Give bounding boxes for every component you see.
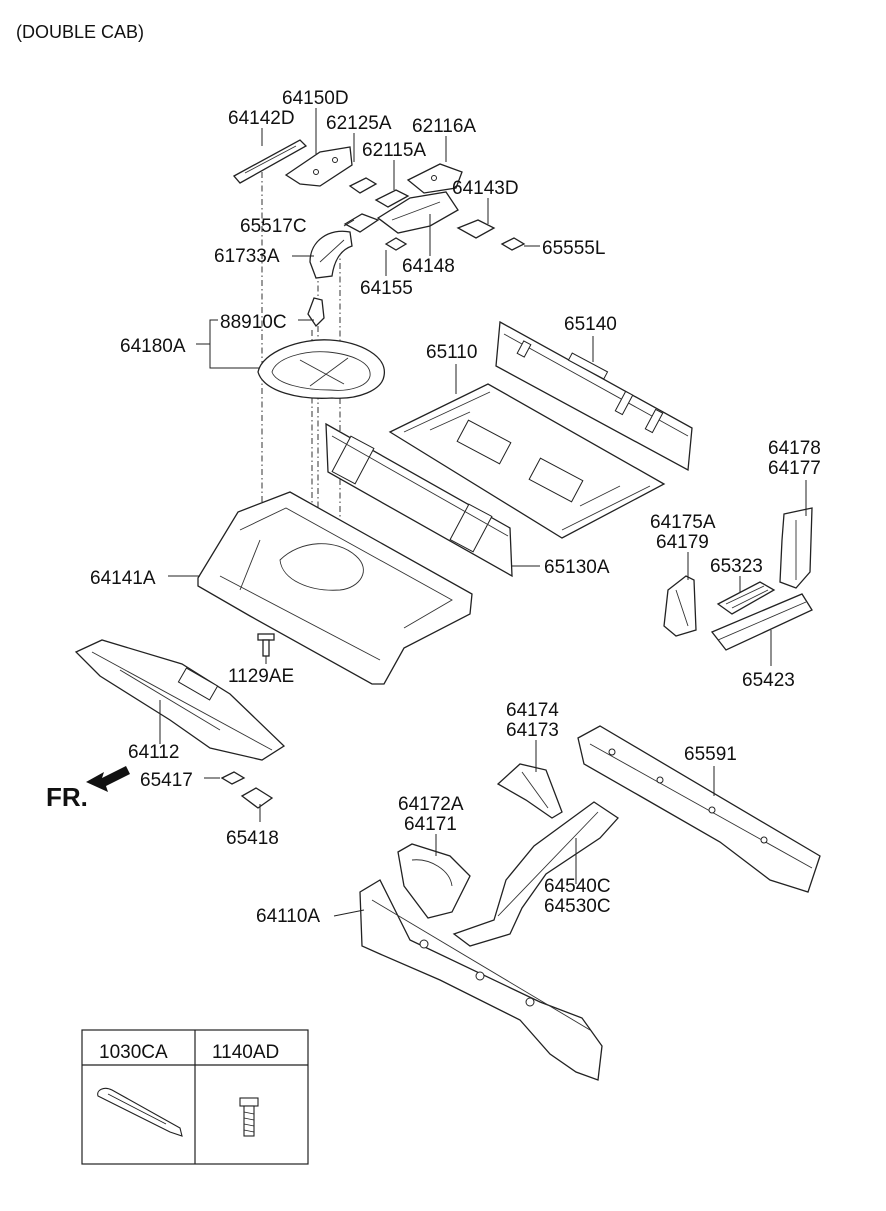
part-65130A-panel[interactable] bbox=[325, 422, 513, 578]
part-62115A-plate[interactable] bbox=[374, 189, 410, 208]
label-65323: 65323 bbox=[710, 556, 763, 577]
label-64530C: 64530C bbox=[544, 896, 611, 917]
part-64174-bracket[interactable] bbox=[496, 763, 563, 819]
label-64179: 64179 bbox=[656, 532, 709, 553]
label-65517C: 65517C bbox=[240, 216, 307, 237]
label-64148: 64148 bbox=[402, 256, 455, 277]
label-64143D: 64143D bbox=[452, 178, 519, 199]
part-64540C-member[interactable] bbox=[452, 801, 619, 947]
part-64110A-member[interactable] bbox=[359, 879, 603, 1081]
part-62116A-plate[interactable] bbox=[406, 163, 463, 194]
label-62116A: 62116A bbox=[412, 116, 476, 137]
fastener-legend-table: 1030CA 1140AD bbox=[81, 1029, 309, 1165]
label-64141A: 64141A bbox=[90, 568, 156, 589]
part-64143D-plate[interactable] bbox=[456, 219, 496, 239]
part-65417-clip[interactable] bbox=[220, 771, 246, 785]
label-64175A: 64175A bbox=[650, 512, 716, 533]
part-64142D-strip[interactable] bbox=[232, 139, 308, 184]
label-65418: 65418 bbox=[226, 828, 279, 849]
label-65423: 65423 bbox=[742, 670, 795, 691]
part-64172A-bracket[interactable] bbox=[397, 843, 471, 919]
label-64112: 64112 bbox=[128, 742, 179, 763]
label-65140: 65140 bbox=[564, 314, 617, 335]
part-64150D-bracket[interactable] bbox=[284, 146, 353, 187]
label-64142D: 64142D bbox=[228, 108, 295, 129]
label-65130A: 65130A bbox=[544, 557, 610, 578]
part-65140-panel[interactable] bbox=[495, 320, 693, 472]
label-64155: 64155 bbox=[360, 278, 413, 299]
label-64171: 64171 bbox=[404, 814, 457, 835]
label-64178: 64178 bbox=[768, 438, 821, 459]
label-64180A: 64180A bbox=[120, 336, 186, 357]
label-65591: 65591 bbox=[684, 744, 737, 765]
label-64177: 64177 bbox=[768, 458, 821, 479]
part-65323-plate[interactable] bbox=[716, 581, 776, 615]
part-65517C-bracket[interactable] bbox=[343, 213, 380, 233]
part-65591-member[interactable] bbox=[577, 725, 821, 893]
label-62125A: 62125A bbox=[326, 113, 392, 134]
variant-title: (DOUBLE CAB) bbox=[16, 22, 144, 42]
label-88910C: 88910C bbox=[220, 312, 287, 333]
part-62125A-plate[interactable] bbox=[348, 177, 378, 194]
label-65417: 65417 bbox=[140, 770, 193, 791]
label-65555L: 65555L bbox=[542, 238, 605, 259]
label-64173: 64173 bbox=[506, 720, 559, 741]
part-64180A-pan[interactable] bbox=[257, 339, 385, 399]
label-64172A: 64172A bbox=[398, 794, 464, 815]
part-64148-bracket[interactable] bbox=[376, 191, 459, 234]
label-64174: 64174 bbox=[506, 700, 559, 721]
part-65418-clip[interactable] bbox=[240, 787, 274, 809]
label-1129AE: 1129AE bbox=[228, 666, 294, 687]
part-65110-floor[interactable] bbox=[388, 383, 666, 539]
legend-header-1030CA: 1030CA bbox=[99, 1042, 168, 1063]
label-64540C: 64540C bbox=[544, 876, 611, 897]
label-64150D: 64150D bbox=[282, 88, 349, 109]
bolt-icon bbox=[239, 1097, 259, 1137]
front-label: FR. bbox=[46, 782, 88, 812]
part-64141A-floor[interactable] bbox=[197, 491, 473, 685]
part-61733A-bracket[interactable] bbox=[309, 230, 353, 279]
clip-strip-icon bbox=[97, 1087, 183, 1137]
label-62115A: 62115A bbox=[362, 140, 426, 161]
leader-lines bbox=[159, 108, 807, 917]
legend-header-1140AD: 1140AD bbox=[212, 1042, 279, 1063]
part-88910C-bracket[interactable] bbox=[307, 297, 325, 328]
label-65110: 65110 bbox=[426, 342, 477, 363]
front-direction-arrow-icon bbox=[86, 766, 130, 792]
part-65555L-plate[interactable] bbox=[500, 237, 526, 251]
label-64110A: 64110A bbox=[256, 906, 320, 927]
part-1129AE-bolt[interactable] bbox=[257, 633, 275, 657]
part-64175A-bracket[interactable] bbox=[663, 575, 697, 637]
part-64178-bracket[interactable] bbox=[779, 507, 813, 589]
part-64155-plate[interactable] bbox=[384, 237, 408, 251]
part-64112-floor[interactable] bbox=[74, 639, 286, 761]
label-61733A: 61733A bbox=[214, 246, 280, 267]
part-65423-member[interactable] bbox=[710, 593, 813, 651]
